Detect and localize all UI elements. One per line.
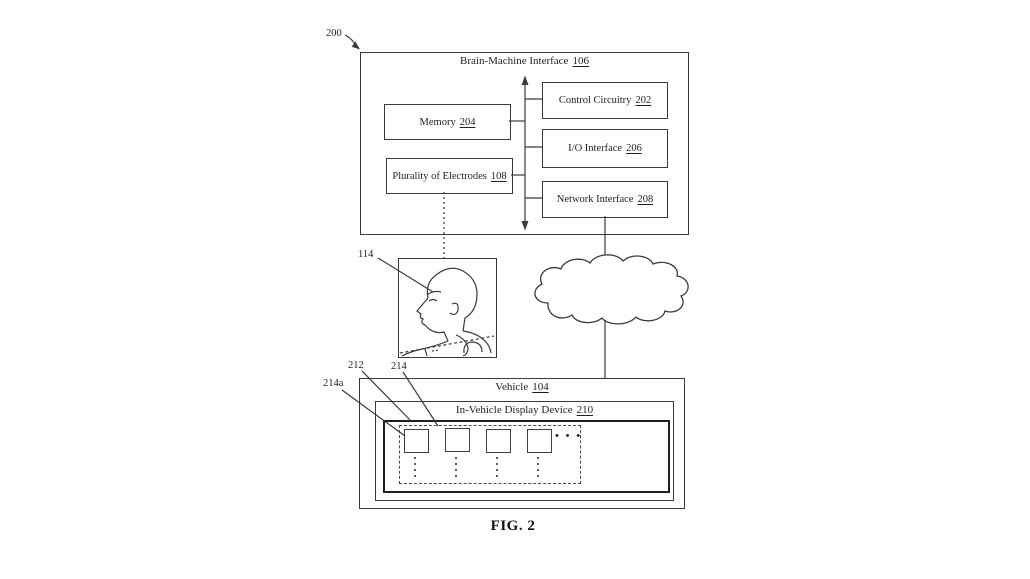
vertical-ellipsis-3	[495, 457, 499, 477]
callout-214: 214	[391, 361, 407, 372]
vertical-ellipsis-4	[536, 457, 540, 477]
display-tile-2	[445, 428, 470, 452]
in-vehicle-display-device-title: In-Vehicle Display Device210	[376, 404, 673, 416]
callout-200-arrowhead	[352, 42, 360, 50]
callout-214a: 214a	[323, 378, 343, 389]
communication-network-label: Communication Network112	[531, 284, 683, 295]
display-tile-3	[486, 429, 511, 453]
callout-114: 114	[358, 249, 373, 260]
network-interface-box: Network Interface208	[542, 181, 668, 218]
vertical-ellipsis-1	[413, 457, 417, 477]
figure-caption: FIG. 2	[448, 518, 578, 535]
callout-200: 200	[326, 28, 342, 39]
callout-200-leader	[345, 35, 356, 45]
vertical-ellipsis-2	[454, 457, 458, 477]
callout-212: 212	[348, 360, 364, 371]
control-circuitry-box: Control Circuitry202	[542, 82, 668, 119]
horizontal-ellipsis: • • •	[555, 430, 582, 442]
vehicle-title: Vehicle104	[360, 381, 684, 393]
memory-box: Memory204	[384, 104, 511, 140]
display-tile-1	[404, 429, 429, 453]
plurality-of-electrodes-box: Plurality of Electrodes108	[386, 158, 513, 194]
io-interface-box: I/O Interface206	[542, 129, 668, 168]
user-head-box	[398, 258, 497, 358]
brain-machine-interface-title: Brain-Machine Interface106	[361, 55, 688, 67]
display-tile-4	[527, 429, 552, 453]
